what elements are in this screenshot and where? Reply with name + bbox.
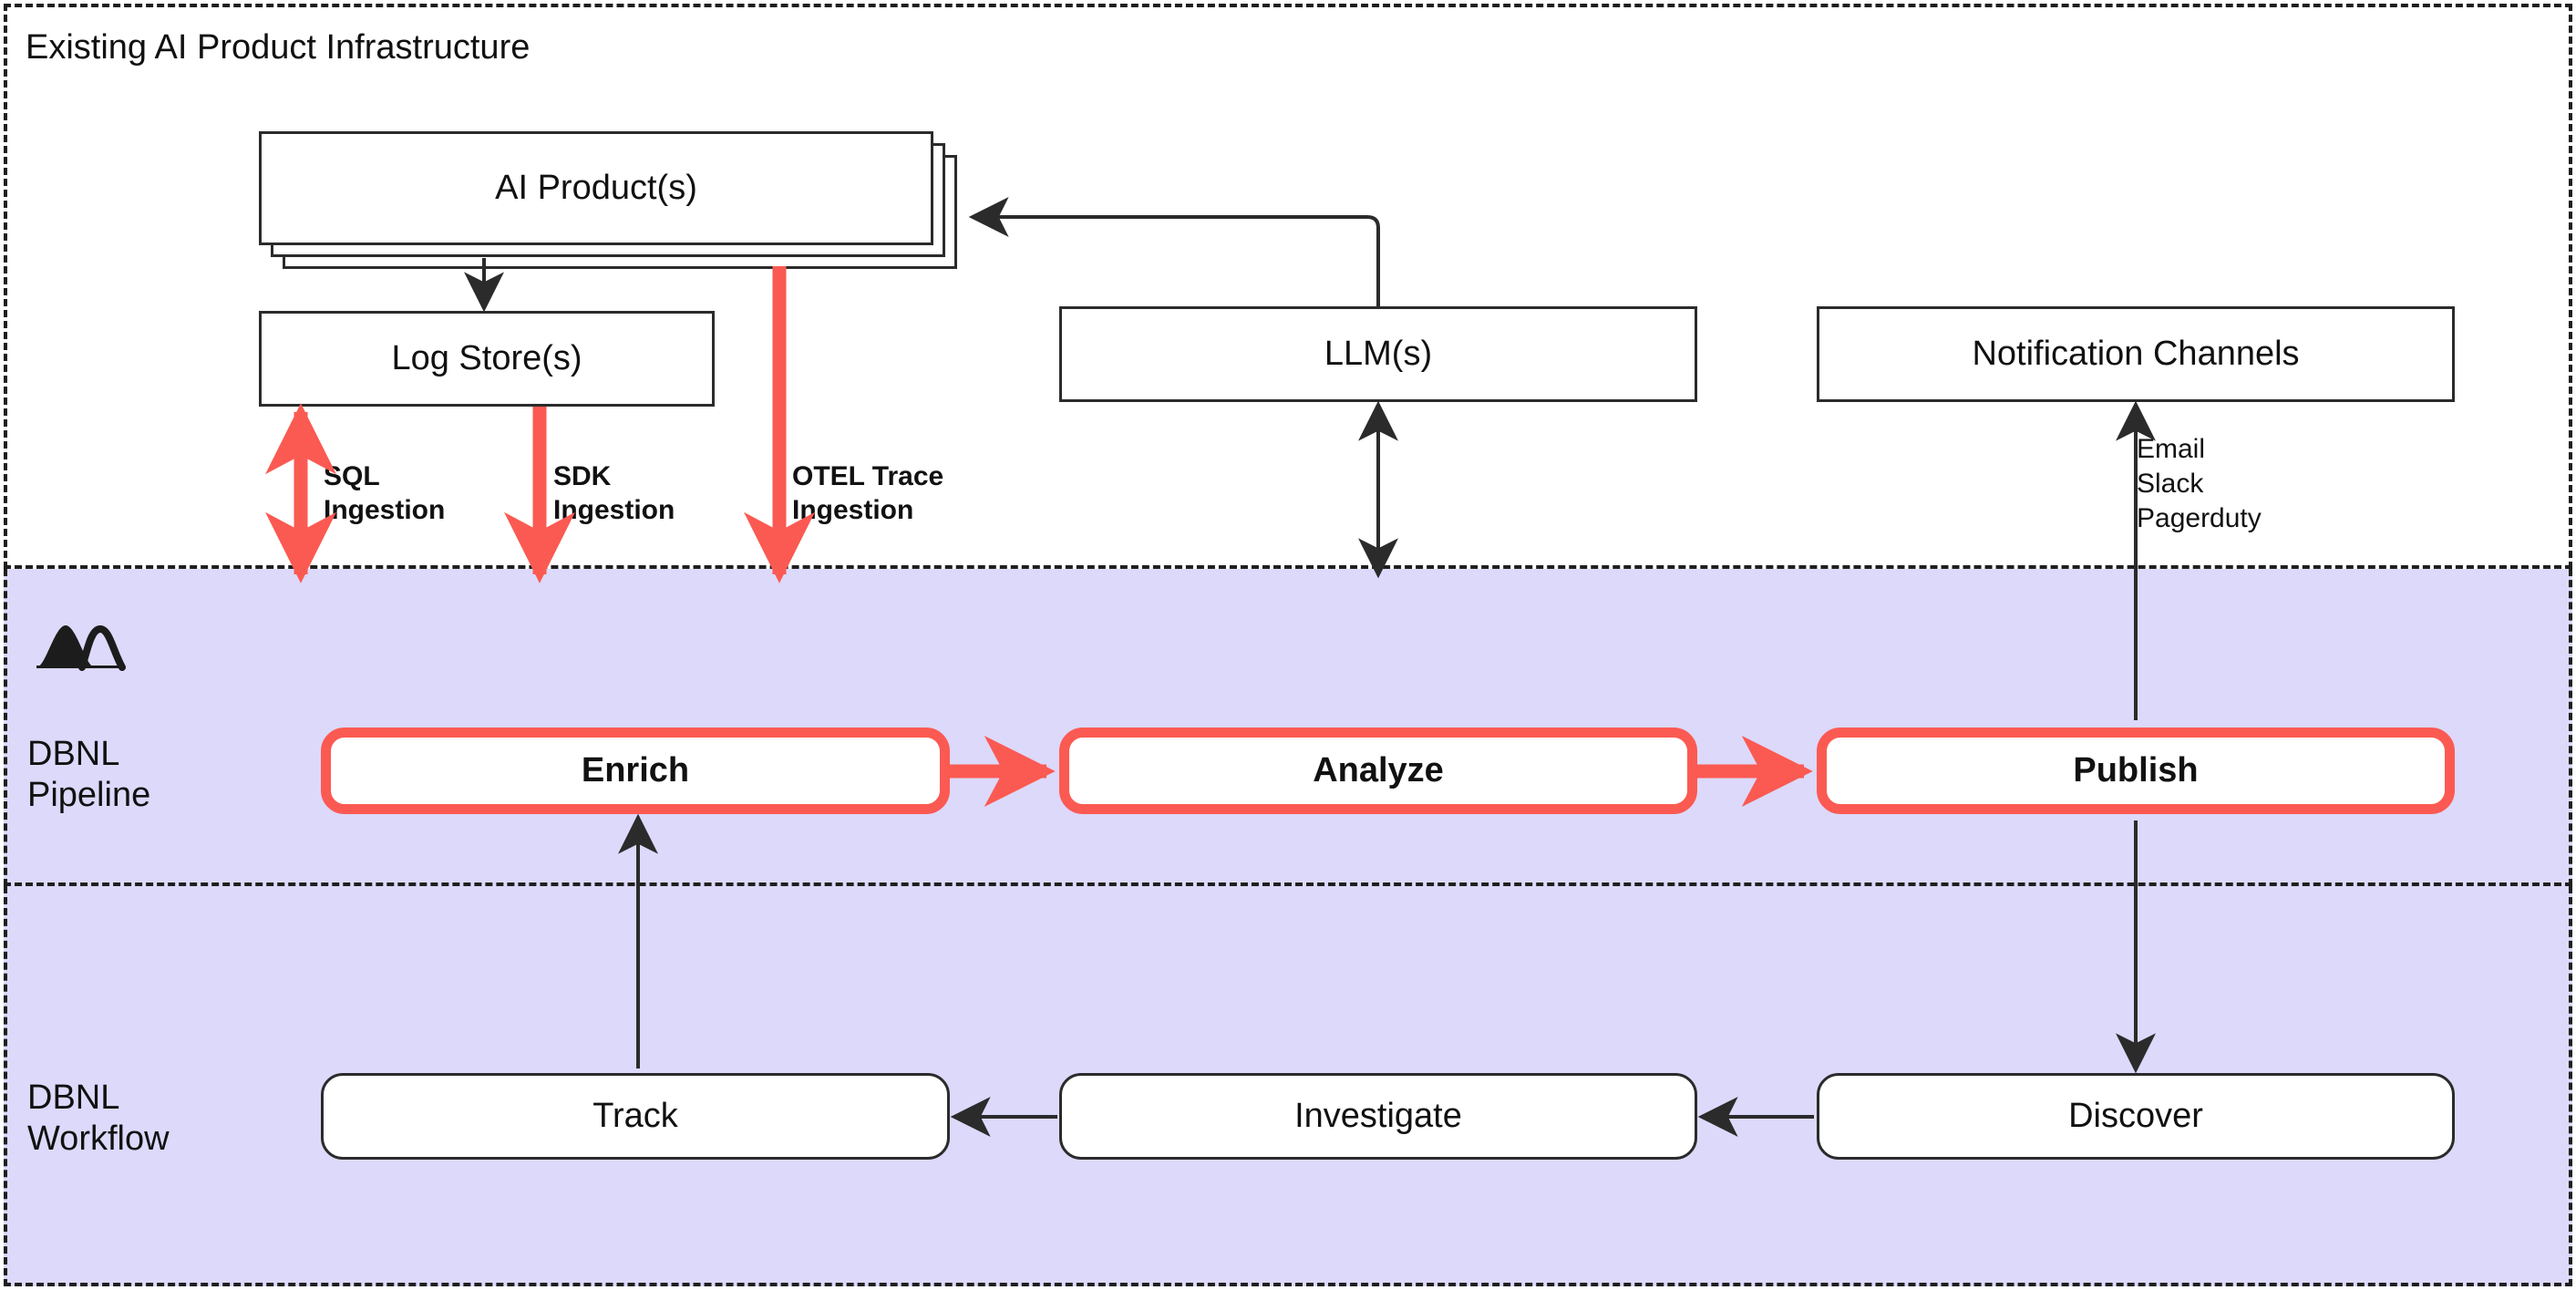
sdk-ingestion-label: SDK Ingestion xyxy=(553,461,675,525)
pipeline-stage-enrich[interactable]: Enrich xyxy=(321,728,950,814)
workflow-zone-title: DBNL Workflow xyxy=(27,1078,170,1158)
pipeline-stage-analyze[interactable]: Analyze xyxy=(1059,728,1697,814)
dbnl-mountain-logo xyxy=(36,624,126,671)
discover-label: Discover xyxy=(2068,1097,2203,1135)
otel-trace-ingestion-label: OTEL Trace Ingestion xyxy=(792,461,944,525)
workflow-stage-investigate[interactable]: Investigate xyxy=(1059,1073,1697,1160)
track-label: Track xyxy=(592,1097,678,1135)
sql-ingestion-label: SQL Ingestion xyxy=(324,461,446,525)
notification-channels-label: Notification Channels xyxy=(1972,335,2300,373)
enrich-label: Enrich xyxy=(581,751,690,789)
ai-product-box[interactable]: AI Product(s) xyxy=(259,131,933,245)
publish-label: Publish xyxy=(2073,751,2199,789)
infrastructure-zone-title: Existing AI Product Infrastructure xyxy=(26,28,531,67)
notification-channels-box[interactable]: Notification Channels xyxy=(1817,306,2455,402)
workflow-stage-discover[interactable]: Discover xyxy=(1817,1073,2455,1160)
log-store-box[interactable]: Log Store(s) xyxy=(259,311,715,407)
notification-channel-list: Email Slack Pagerduty xyxy=(2137,434,2262,534)
pipeline-stage-publish[interactable]: Publish xyxy=(1817,728,2455,814)
pipeline-zone-title: DBNL Pipeline xyxy=(27,735,151,814)
ai-product-label: AI Product(s) xyxy=(495,169,697,207)
analyze-label: Analyze xyxy=(1313,751,1444,789)
investigate-label: Investigate xyxy=(1294,1097,1462,1135)
log-store-label: Log Store(s) xyxy=(391,339,582,377)
llm-label: LLM(s) xyxy=(1324,335,1433,373)
llm-box[interactable]: LLM(s) xyxy=(1059,306,1697,402)
workflow-stage-track[interactable]: Track xyxy=(321,1073,950,1160)
